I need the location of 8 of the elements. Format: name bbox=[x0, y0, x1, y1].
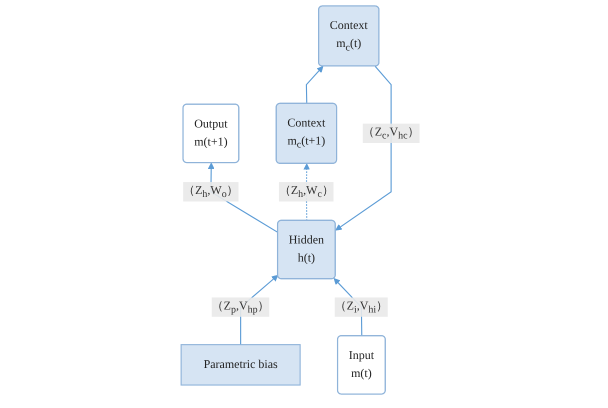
edge-label: （Z$_{h}$,W$_{c}$） bbox=[278, 184, 334, 200]
edge-label: （Z$_{p}$,V$_{hp}$） bbox=[211, 300, 270, 315]
arrow bbox=[335, 66, 392, 231]
edge-label: （Z$_{c}$,V$_{hc}$） bbox=[362, 126, 420, 141]
edge-label: （Z$_{h}$,W$_{o}$） bbox=[182, 184, 238, 200]
node-box: Parametric bias bbox=[180, 344, 300, 386]
edge-label: （Z$_{i}$,V$_{hi}$） bbox=[334, 300, 388, 315]
arrow bbox=[306, 66, 324, 104]
